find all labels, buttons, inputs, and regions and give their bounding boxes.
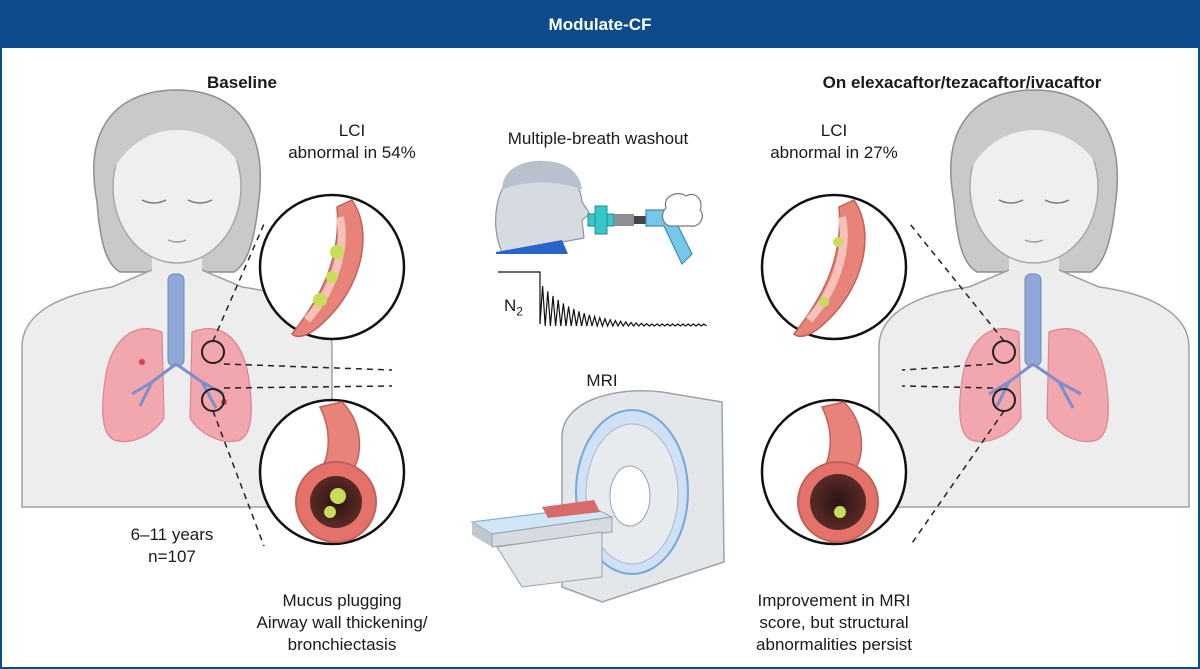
treatment-mri-circle xyxy=(760,398,908,546)
baseline-heading: Baseline xyxy=(207,73,277,92)
baseline-age: 6–11 years xyxy=(130,525,214,544)
gas-subscript: 2 xyxy=(516,304,523,319)
child-figure-treatment xyxy=(878,89,1190,508)
baseline-n: n=107 xyxy=(148,547,196,566)
baseline-lci-circle xyxy=(258,193,406,341)
treatment-lci-result: abnormal in 27% xyxy=(770,143,898,162)
treatment-mri-finding-3: abnormalities persist xyxy=(756,635,912,654)
treatment-mri-finding-2: score, but structural xyxy=(759,613,909,632)
mbw-label: Multiple-breath washout xyxy=(507,129,689,148)
baseline-mri-finding-1: Mucus plugging xyxy=(282,591,402,610)
figure-header: Modulate-CF xyxy=(2,2,1198,48)
figure-title: Modulate-CF xyxy=(548,15,652,34)
child-figure-baseline xyxy=(21,89,333,508)
treatment-lci-title: LCI xyxy=(820,121,848,140)
treatment-zoom-lines xyxy=(901,223,1005,547)
baseline-mri-finding-2: Airway wall thickening/ xyxy=(256,613,428,632)
nitrogen-washout-trace xyxy=(498,271,707,329)
baseline-lci-result: abnormal in 54% xyxy=(288,143,416,162)
mbw-child-illustration xyxy=(495,160,591,254)
baseline-mri-finding-3: bronchiectasis xyxy=(287,635,397,654)
baseline-lci-title: LCI xyxy=(338,121,366,140)
treatment-lci-circle xyxy=(760,193,908,341)
mri-scanner-illustration xyxy=(470,390,725,603)
baseline-zoom-lines xyxy=(212,223,393,547)
treatment-mri-finding-1: Improvement in MRI xyxy=(757,591,911,610)
baseline-mri-circle xyxy=(258,398,406,546)
gas-label: N2 xyxy=(504,296,523,319)
treatment-heading: On elexacaftor/tezacaftor/ivacaftor xyxy=(822,73,1102,92)
mbw-device-illustration xyxy=(587,193,703,266)
mri-label: MRI xyxy=(586,371,618,390)
